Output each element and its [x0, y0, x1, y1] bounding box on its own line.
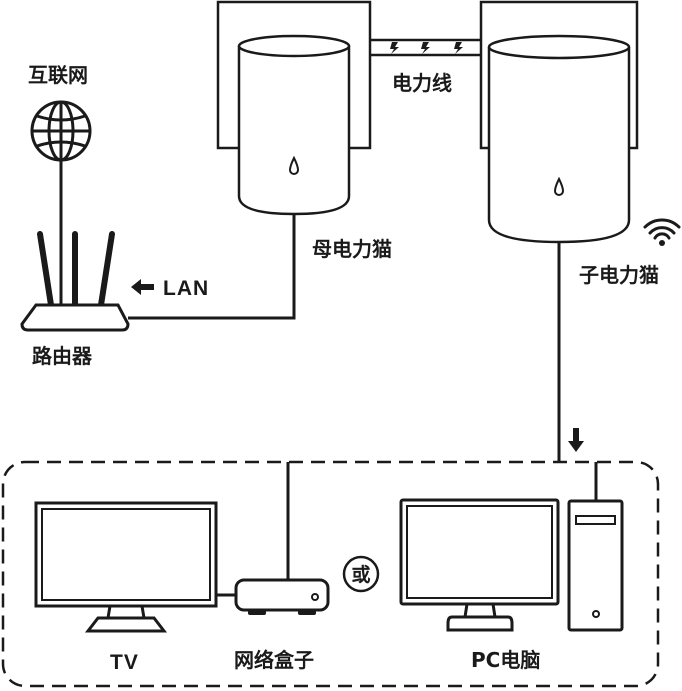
home-area — [1, 460, 660, 688]
master-plc-device — [237, 34, 351, 216]
pc-label: PC电脑 — [471, 648, 540, 672]
lightning-icon — [390, 42, 463, 54]
slave-plc-label: 子电力猫 — [579, 263, 659, 287]
or-symbol: 或 — [342, 555, 380, 593]
power-line — [370, 38, 481, 57]
globe-icon — [30, 100, 92, 162]
arrow-down-icon — [568, 428, 584, 452]
slave-plc-device — [487, 34, 631, 244]
pc-tower — [567, 499, 624, 632]
wifi-icon — [643, 218, 681, 246]
led-indicator — [288, 155, 300, 175]
internet-label: 互联网 — [28, 63, 88, 87]
lan-cable — [128, 214, 296, 320]
svg-text:或: 或 — [351, 563, 370, 586]
arrow-left-icon — [131, 279, 154, 295]
tv-label: TV — [110, 651, 139, 674]
router-device — [20, 231, 130, 332]
lan-label: LAN — [163, 277, 209, 300]
network-box-device — [234, 578, 330, 615]
master-plc-label: 母电力猫 — [312, 237, 392, 261]
network-box-label: 网络盒子 — [234, 648, 314, 672]
tv-device — [34, 501, 218, 633]
pc-monitor — [399, 498, 560, 632]
router-label: 路由器 — [32, 344, 93, 368]
led-indicator — [553, 176, 565, 196]
power-line-label: 电力线 — [392, 71, 452, 95]
